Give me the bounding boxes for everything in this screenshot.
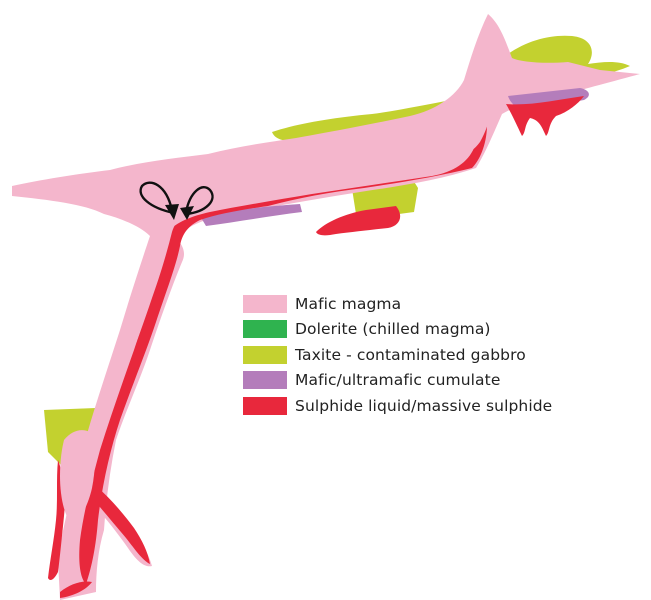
legend-label: Mafic magma: [295, 295, 401, 313]
legend-label: Dolerite (chilled magma): [295, 320, 491, 338]
legend-swatch: [243, 371, 287, 389]
legend-swatch: [243, 346, 287, 364]
legend-item-dolerite: Dolerite (chilled magma): [243, 317, 552, 343]
legend-item-taxite: Taxite - contaminated gabbro: [243, 342, 552, 368]
legend-swatch: [243, 397, 287, 415]
legend-item-cumulate: Mafic/ultramafic cumulate: [243, 368, 552, 394]
legend-label: Sulphide liquid/massive sulphide: [295, 397, 552, 415]
legend-item-sulphide: Sulphide liquid/massive sulphide: [243, 393, 552, 419]
legend: Mafic magma Dolerite (chilled magma) Tax…: [243, 291, 552, 419]
legend-swatch: [243, 295, 287, 313]
legend-label: Mafic/ultramafic cumulate: [295, 371, 500, 389]
legend-item-mafic-magma: Mafic magma: [243, 291, 552, 317]
legend-label: Taxite - contaminated gabbro: [295, 346, 526, 364]
legend-swatch: [243, 320, 287, 338]
